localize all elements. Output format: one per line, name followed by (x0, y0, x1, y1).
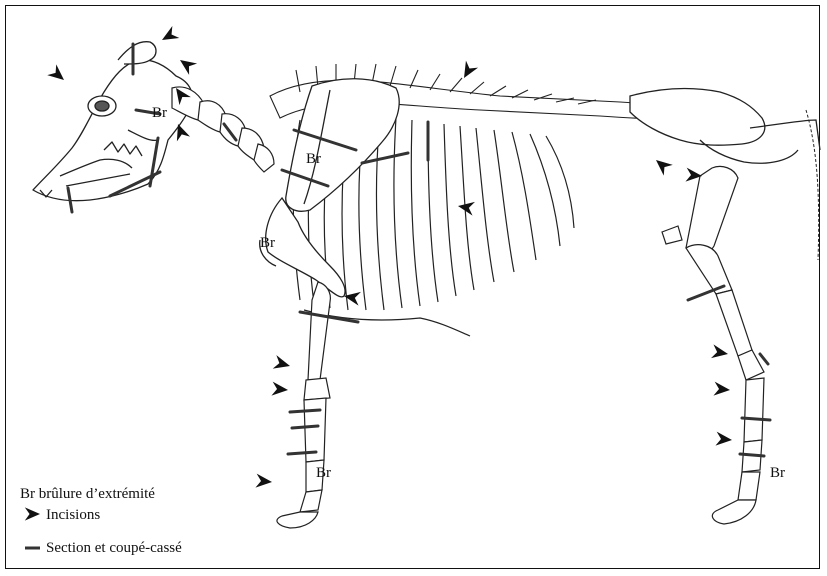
burn-label-hindhoof: Br (770, 466, 785, 481)
incision-arrow (271, 382, 288, 397)
incision-arrow (652, 155, 673, 176)
burn-label-forehoof: Br (316, 466, 331, 481)
legend-symbols (25, 507, 40, 548)
incision-arrow (176, 54, 197, 75)
skull (33, 42, 192, 201)
cervical-vertebrae (172, 87, 274, 172)
hindlimb (662, 166, 764, 524)
incision-arrow (711, 344, 729, 361)
legend-burn: Br brûlure d’extrémité (20, 486, 155, 503)
burn-label-humerus: Br (260, 236, 275, 251)
arrowhead-icon (25, 507, 40, 520)
incision-arrow (458, 61, 478, 82)
pelvis (630, 89, 820, 164)
tail (806, 110, 819, 260)
incision-arrow (159, 26, 180, 46)
legend-incisions: Incisions (46, 507, 100, 524)
burn-label-scapula: Br (306, 152, 321, 167)
forelimb-lower (277, 282, 330, 528)
incision-arrow (713, 382, 730, 397)
legend-section: Section et coupé-cassé (46, 540, 182, 557)
incision-arrow (273, 355, 292, 373)
burn-label-head: Br (152, 106, 167, 121)
incision-arrow (255, 474, 272, 489)
incision-arrow (715, 432, 732, 447)
incision-arrow (47, 64, 68, 85)
